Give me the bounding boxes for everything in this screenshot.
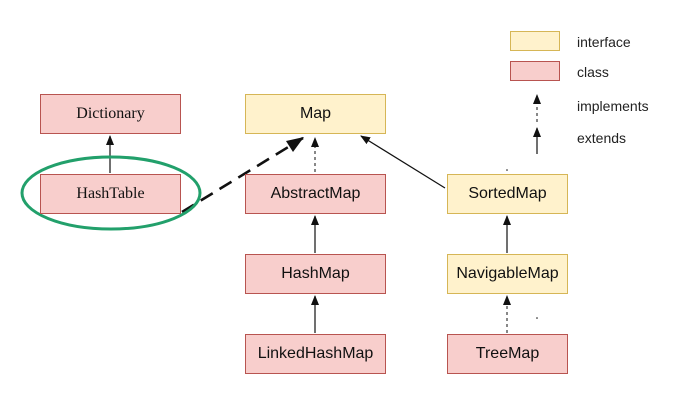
node-linkedhashmap-label: LinkedHashMap bbox=[257, 345, 374, 362]
legend-class-swatch bbox=[510, 61, 560, 81]
legend-implements-label: implements bbox=[577, 98, 649, 114]
node-navigablemap-label: NavigableMap bbox=[456, 265, 559, 282]
legend-interface-swatch bbox=[510, 31, 560, 51]
node-hashtable: HashTable bbox=[40, 174, 181, 214]
node-sortedmap: SortedMap bbox=[447, 174, 568, 214]
node-treemap-label: TreeMap bbox=[475, 345, 540, 362]
edge-hashtable-map bbox=[181, 136, 304, 214]
node-hashtable-label: HashTable bbox=[76, 185, 145, 202]
node-hashmap-label: HashMap bbox=[281, 265, 350, 282]
node-dictionary-label: Dictionary bbox=[76, 105, 145, 122]
node-abstractmap-label: AbstractMap bbox=[270, 185, 361, 202]
node-dictionary: Dictionary bbox=[40, 94, 181, 134]
node-hashmap: HashMap bbox=[245, 254, 386, 294]
hashtable-highlight-ellipse bbox=[20, 155, 202, 231]
legend-interface-label: interface bbox=[577, 34, 631, 50]
edge-hashtable-map-arrowhead bbox=[286, 137, 304, 152]
node-treemap: TreeMap bbox=[447, 334, 568, 374]
stray-dot bbox=[536, 317, 538, 319]
node-sortedmap-label: SortedMap bbox=[468, 185, 547, 202]
node-map: Map bbox=[245, 94, 386, 134]
node-linkedhashmap: LinkedHashMap bbox=[245, 334, 386, 374]
legend-extends-label: extends bbox=[577, 130, 627, 146]
stray-dot bbox=[506, 169, 508, 171]
node-map-label: Map bbox=[299, 105, 332, 122]
node-abstractmap: AbstractMap bbox=[245, 174, 386, 214]
legend-class-label: class bbox=[577, 64, 609, 80]
edge-sortedmap-map bbox=[360, 135, 446, 189]
node-navigablemap: NavigableMap bbox=[447, 254, 568, 294]
